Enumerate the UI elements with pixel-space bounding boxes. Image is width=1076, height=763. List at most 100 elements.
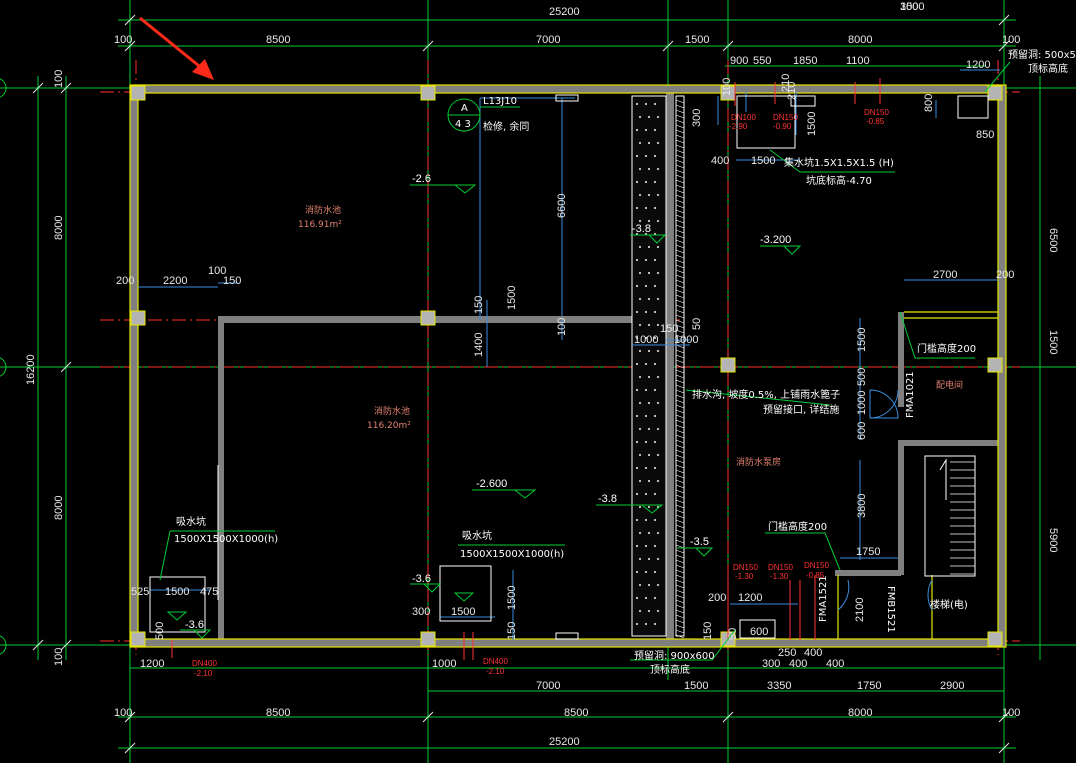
channel-hatch xyxy=(675,469,685,474)
dim-m-400: 400 xyxy=(711,155,729,167)
channel-hatch xyxy=(675,449,685,454)
detail-marker: A 4 3 L13J10 检修, 余同 xyxy=(447,96,529,133)
blue-dimensions xyxy=(138,69,1000,640)
dim-m-150d: 150 xyxy=(702,622,714,640)
dim-right-3: 5900 xyxy=(1047,528,1059,552)
channel-hatch xyxy=(675,459,685,464)
dim-m-1200: 1200 xyxy=(738,592,762,604)
pool1-name: 消防水池 xyxy=(305,204,341,216)
channel-dot xyxy=(635,414,639,418)
channel-dot xyxy=(638,349,642,353)
channel-dot xyxy=(647,245,651,249)
channel-hatch xyxy=(675,124,685,129)
channel-dot xyxy=(644,154,648,158)
dim-m-100a: 100 xyxy=(208,265,226,277)
detail-marker-letter: A xyxy=(461,103,468,114)
channel-hatch xyxy=(675,529,685,534)
channel-hatch xyxy=(675,209,685,214)
channel-dot xyxy=(647,297,651,301)
channel-hatch xyxy=(675,279,685,284)
channel-hatch xyxy=(675,424,685,429)
top-dimensions: 25200 100 8500 7000 1500 8000 100 900 55… xyxy=(114,6,1020,71)
channel-hatch xyxy=(675,599,685,604)
channel-dot xyxy=(635,154,639,158)
channel-hatch xyxy=(675,144,685,149)
channel-dot xyxy=(656,583,660,587)
channel-dot xyxy=(644,284,648,288)
channel-hatch xyxy=(675,379,685,384)
channel-dot xyxy=(635,206,639,210)
channel-dot xyxy=(647,219,651,223)
pipe-8: DN150 xyxy=(804,561,829,570)
side-dimensions: 100 8000 16200 8000 100 6500 1500 5900 xyxy=(25,70,1059,666)
door-label-3: FMB1521 xyxy=(885,586,896,633)
dim-m-6600: 6600 xyxy=(556,194,568,218)
channel-dot xyxy=(644,570,648,574)
dim-m-300c: 300 xyxy=(900,1,918,13)
dim-m-200: 200 xyxy=(116,275,134,287)
channel-hatch xyxy=(675,509,685,514)
channel-hatch xyxy=(675,419,685,424)
walls xyxy=(129,84,1007,648)
door-label-1: FMA1021 xyxy=(905,371,916,418)
channel-hatch xyxy=(675,434,685,439)
pipe-6: DN150 xyxy=(733,563,758,572)
channel-hatch xyxy=(675,614,685,619)
dim-top-d2: 550 xyxy=(753,55,771,67)
channel-hatch xyxy=(675,239,685,244)
channel-hatch xyxy=(675,259,685,264)
detail-marker-sub: 4 3 xyxy=(455,119,471,130)
dim-m-100b: 100 xyxy=(556,318,568,336)
channel-dot xyxy=(653,258,657,262)
annotations: 集水坑1.5X1.5X1.5 (H) 坑底标高-4.70 吸水坑 1500X15… xyxy=(159,48,1076,676)
channel-dot xyxy=(647,609,651,613)
channel-dot xyxy=(638,115,642,119)
note-reserved1: 预留洞: 500x500 xyxy=(1008,48,1076,61)
dim-m-210b: 210 xyxy=(786,82,798,100)
channel-hatch xyxy=(675,254,685,259)
pipe-2-elev: -0.90 xyxy=(773,122,792,131)
dim-bot-d2: 1000 xyxy=(432,658,456,670)
channel-dot xyxy=(653,518,657,522)
channel-hatch xyxy=(675,514,685,519)
channel-hatch xyxy=(675,519,685,524)
channel-dot xyxy=(656,219,660,223)
channel-dot xyxy=(653,544,657,548)
channel-dot xyxy=(647,427,651,431)
channel-hatch xyxy=(675,134,685,139)
pool2-area: 116.20m² xyxy=(367,421,411,431)
pipe-7-elev: -1.30 xyxy=(770,572,789,581)
dim-top-5: 8000 xyxy=(848,34,872,46)
channel-dot xyxy=(638,401,642,405)
channel-hatch xyxy=(675,404,685,409)
channel-dot xyxy=(635,492,639,496)
bottom-dimensions: 1200 1000 7000 1500 3350 1750 2900 300 4… xyxy=(114,647,1020,748)
note-reserved2-b: 顶标高底 xyxy=(650,663,690,676)
channel-hatch xyxy=(675,399,685,404)
channel-dot xyxy=(653,492,657,496)
channel-dot xyxy=(653,388,657,392)
channel-hatch xyxy=(675,584,685,589)
channel-hatch xyxy=(675,559,685,564)
channel-dot xyxy=(647,453,651,457)
channel-hatch xyxy=(675,549,685,554)
note-drain: 排水沟, 坡度0.5%, 上铺雨水篦子 xyxy=(692,388,840,401)
dim-right-2: 1500 xyxy=(1047,330,1059,354)
channel-hatch xyxy=(675,474,685,479)
channel-dot xyxy=(653,336,657,340)
dim-m-1000b: 1000 xyxy=(674,334,698,346)
channel-dot xyxy=(638,193,642,197)
dim-m-300b: 300 xyxy=(412,606,430,618)
dim-bot-s4: 400 xyxy=(826,658,844,670)
dim-m-850: 850 xyxy=(976,129,994,141)
dim-m-150b: 150 xyxy=(473,296,485,314)
dim-m-1500e: 1500 xyxy=(451,606,475,618)
channel-hatch xyxy=(675,149,685,154)
channel-hatch xyxy=(675,634,685,639)
note-sump3-title: 吸水坑 xyxy=(462,529,492,542)
channel-hatch xyxy=(675,314,685,319)
channel-dot xyxy=(653,310,657,314)
pipe-4-elev: -2.10 xyxy=(194,669,213,678)
channel-hatch xyxy=(675,504,685,509)
